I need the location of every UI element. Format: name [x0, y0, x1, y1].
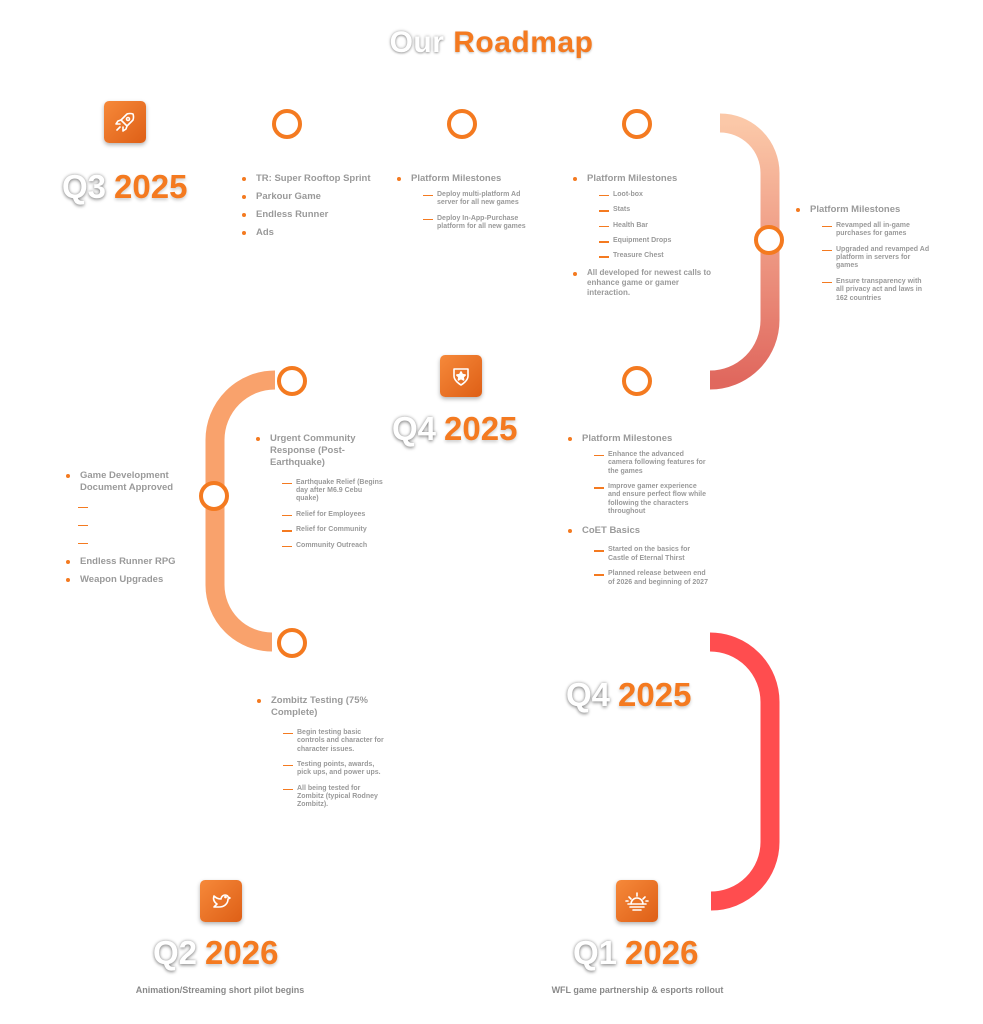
title-plain: Our: [389, 26, 445, 59]
sub-item: Revamped all in-game purchases for games: [796, 222, 931, 239]
left-column-list: Game Development Document Approved Endle…: [66, 470, 186, 592]
sub-item: Improve gamer experience and ensure perf…: [568, 483, 708, 517]
sub-item: Deploy multi-platform Ad server for all …: [397, 191, 527, 208]
sub-item: Community Outreach: [256, 542, 386, 550]
empty-sub-item: [66, 502, 186, 512]
track-segment-2: [709, 113, 780, 390]
sub-item: All being tested for Zombitz (typical Ro…: [257, 785, 387, 810]
list-item: Endless Runner RPG: [66, 556, 186, 568]
section-heading: Urgent Community Response (Post-Earthqua…: [256, 433, 386, 469]
list-item: TR: Super Rooftop Sprint: [242, 173, 382, 185]
milestone-node: [447, 109, 477, 139]
sub-item: Planned release between end of 2026 and …: [568, 570, 708, 587]
section-heading: Platform Milestones: [397, 173, 527, 185]
section-heading: Platform Milestones: [573, 173, 718, 185]
milestone-node: [277, 628, 307, 658]
sub-item: Testing points, awards, pick ups, and po…: [257, 761, 387, 778]
quarter-q2: Q2: [153, 934, 198, 971]
section-heading: Platform Milestones: [796, 204, 931, 216]
sub-item: Treasure Chest: [573, 252, 718, 260]
rocket-icon: [104, 101, 146, 143]
list-item: Parkour Game: [242, 191, 382, 203]
zombitz-testing: Zombitz Testing (75% Complete) Begin tes…: [257, 695, 387, 817]
milestone-node: [754, 225, 784, 255]
list-item: Game Development Document Approved: [66, 470, 186, 494]
platform-milestones-1: Platform Milestones Deploy multi-platfor…: [397, 173, 527, 238]
list-item: Weapon Upgrades: [66, 574, 186, 586]
milestone-node: [622, 109, 652, 139]
sub-item: Begin testing basic controls and charact…: [257, 729, 387, 754]
q1-2026-caption: WFL game partnership & esports rollout: [551, 985, 724, 995]
milestone-node: [272, 109, 302, 139]
quarter-q3: Q3: [62, 168, 107, 205]
section-note: All developed for newest calls to enhanc…: [573, 268, 718, 298]
sub-item: Health Bar: [573, 222, 718, 230]
q2-2026-caption: Animation/Streaming short pilot begins: [135, 985, 305, 995]
sunrise-icon: [616, 880, 658, 922]
sub-item: Stats: [573, 206, 718, 214]
sub-item: Loot-box: [573, 191, 718, 199]
milestone-node: [622, 366, 652, 396]
platform-milestones-3: Platform Milestones Revamped all in-game…: [796, 204, 931, 310]
list-item: Endless Runner: [242, 209, 382, 221]
bird-icon: [200, 880, 242, 922]
section-heading: Platform Milestones: [568, 433, 708, 445]
empty-sub-item: [66, 520, 186, 530]
list-item: Ads: [242, 227, 382, 239]
platform-milestones-2: Platform Milestones Loot-box Stats Healt…: [573, 173, 718, 304]
year-2025: 2025: [618, 676, 692, 713]
sub-item: Started on the basics for Castle of Eter…: [568, 546, 708, 563]
urgent-community-response: Urgent Community Response (Post-Earthqua…: [256, 433, 386, 557]
title-accent: Roadmap: [453, 26, 594, 59]
sub-item: Deploy In-App-Purchase platform for all …: [397, 215, 527, 232]
year-2025: 2025: [114, 168, 188, 205]
sub-item: Equipment Drops: [573, 237, 718, 245]
sub-item: Relief for Employees: [256, 511, 386, 519]
page-title: Our Roadmap: [0, 26, 983, 60]
empty-sub-item: [66, 538, 186, 548]
track-segment-6: [709, 632, 780, 911]
milestone-node: [277, 366, 307, 396]
year-2025: 2025: [444, 410, 518, 447]
shield-star-icon: [440, 355, 482, 397]
q3-2025-list: TR: Super Rooftop Sprint Parkour Game En…: [242, 173, 382, 245]
milestone-node: [199, 481, 229, 511]
platform-milestones-4: Platform Milestones Enhance the advanced…: [568, 433, 708, 594]
sub-item: Ensure transparency with all privacy act…: [796, 278, 931, 303]
track-segment-4: [205, 370, 276, 652]
sub-item: Enhance the advanced camera following fe…: [568, 451, 708, 476]
sub-item: Relief for Community: [256, 526, 386, 534]
year-2026: 2026: [625, 934, 699, 971]
quarter-q4: Q4: [566, 676, 611, 713]
quarter-q4: Q4: [392, 410, 437, 447]
track-zigzag-mark: [624, 633, 641, 644]
section-heading: Zombitz Testing (75% Complete): [257, 695, 387, 719]
sub-item: Upgraded and revamped Ad platform in ser…: [796, 246, 931, 271]
sub-item: Earthquake Relief (Begins day after M6.9…: [256, 479, 386, 504]
section-heading: CoET Basics: [568, 525, 708, 537]
quarter-q1: Q1: [573, 934, 618, 971]
year-2026: 2026: [205, 934, 279, 971]
